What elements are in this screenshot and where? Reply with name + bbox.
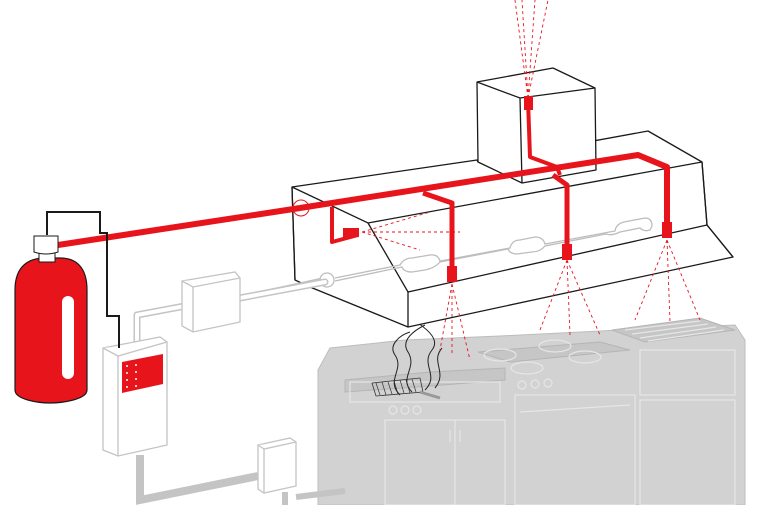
nozzle-duct-icon: [524, 96, 533, 110]
fryer-basket-icon: [371, 377, 441, 400]
control-indicator-panel: [122, 354, 163, 393]
nozzle-range-icon: [562, 244, 572, 260]
manual-pull-station: [257, 437, 297, 494]
range-burners: [477, 339, 636, 505]
indicator-lights-icon: [126, 364, 137, 388]
nozzle-plenum-icon: [343, 228, 359, 237]
main-supply-pipe: [57, 152, 670, 248]
nozzle-spray-patterns: [361, 0, 701, 361]
nozzle-fryer-icon: [447, 266, 457, 282]
control-panel: [102, 336, 168, 457]
nozzle-griddle-icon: [662, 222, 672, 238]
detection-junction-box: [181, 271, 241, 333]
fryer: [344, 367, 506, 505]
pipe-fitting-icon: [292, 199, 310, 217]
griddle: [611, 317, 736, 505]
agent-cylinder: [14, 235, 88, 404]
cylinder-label-strip: [62, 296, 74, 379]
cylinder-valve-cap: [33, 235, 59, 255]
duct-pipe: [526, 99, 562, 176]
smoke-icon: [392, 322, 443, 396]
drop-pipe-range: [551, 172, 570, 258]
cooking-appliances: [317, 317, 746, 505]
conduit: [133, 271, 346, 505]
actuation-wire: [46, 211, 120, 348]
distribution-piping: [57, 96, 672, 282]
plenum-pipe: [330, 207, 359, 244]
exhaust-duct: [476, 67, 597, 184]
exhaust-hood: [291, 130, 734, 328]
drop-pipe-fryer: [422, 190, 455, 280]
